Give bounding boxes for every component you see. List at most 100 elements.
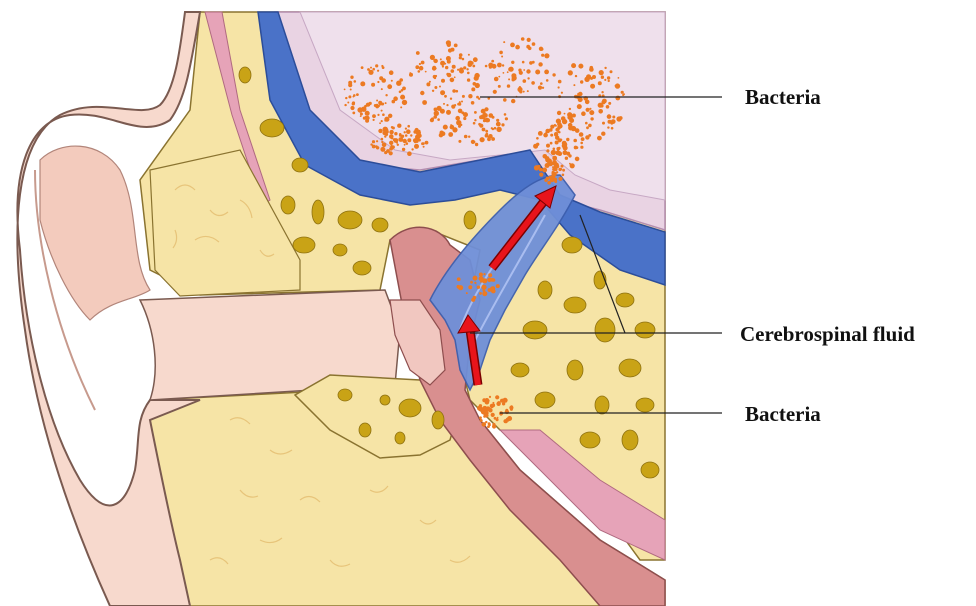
bacterium-dot (479, 416, 482, 419)
bacterium-dot (501, 56, 503, 58)
bacterium-dot (389, 130, 393, 134)
bacterium-dot (477, 286, 480, 289)
bacterium-dot (544, 70, 549, 75)
bacterium-dot (552, 156, 557, 161)
bacterium-dot (422, 100, 427, 105)
bacterium-dot (410, 134, 412, 136)
bacterium-dot (496, 122, 501, 127)
bacterium-dot (477, 406, 482, 411)
bacterium-dot (458, 140, 461, 143)
bacterium-dot (489, 66, 492, 69)
bacterium-dot (616, 116, 621, 121)
bacterium-dot (541, 54, 544, 57)
bacterium-dot (488, 273, 492, 277)
bacterium-dot (610, 70, 613, 73)
bacterium-dot (397, 124, 401, 128)
bacterium-dot (459, 69, 464, 74)
bacterium-dot (421, 142, 424, 145)
bacterium-dot (570, 163, 575, 168)
bacterium-dot (471, 87, 475, 91)
bacterium-dot (405, 134, 408, 137)
bacterium-dot (433, 59, 436, 62)
bacterium-dot (473, 296, 477, 300)
bacterium-dot (584, 77, 589, 82)
bacterium-dot (480, 419, 483, 422)
bacterium-dot (400, 95, 405, 100)
bacterium-dot (590, 117, 593, 120)
bacterium-dot (538, 62, 542, 66)
bacterium-dot (382, 113, 385, 116)
bacterium-dot (561, 92, 563, 94)
bacterium-dot (538, 131, 543, 136)
bacterium-dot (440, 90, 445, 95)
bacterium-dot (468, 136, 470, 138)
bacterium-dot (432, 66, 436, 70)
bacterium-dot (413, 138, 417, 142)
bacterium-dot (573, 139, 577, 143)
bacterium-dot (510, 43, 515, 48)
bacterium-dot (457, 285, 461, 289)
bacterium-dot (546, 149, 549, 152)
bacterium-dot (379, 122, 381, 124)
bacterium-dot (448, 132, 453, 137)
bacterium-dot (546, 144, 550, 148)
bacterium-dot (461, 111, 464, 114)
bacterium-dot (451, 105, 455, 109)
bacterium-dot (381, 88, 383, 90)
bacterium-dot (464, 135, 468, 139)
bacterium-dot (507, 416, 512, 421)
bacterium-dot (447, 73, 451, 77)
bacterium-dot (589, 108, 591, 110)
label-bacteria-top: Bacteria (745, 85, 821, 109)
bacterium-dot (389, 70, 394, 75)
bacterium-dot (621, 91, 624, 94)
bacterium-dot (581, 111, 586, 116)
bacterium-dot (598, 81, 602, 85)
bacterium-dot (352, 102, 355, 105)
bacterium-dot (547, 181, 551, 185)
bacterium-dot (470, 61, 473, 64)
bacterium-dot (482, 278, 487, 283)
bacterium-dot (541, 48, 544, 51)
bacterium-dot (623, 93, 625, 95)
bacterium-dot (485, 421, 487, 423)
bacterium-dot (468, 285, 472, 289)
bacterium-dot (566, 152, 570, 156)
bacterium-dot (604, 79, 606, 81)
bacterium-dot (581, 137, 585, 141)
bacterium-dot (434, 111, 439, 116)
bacterium-dot (414, 144, 419, 149)
bacterium-dot (365, 111, 370, 116)
bacterium-dot (372, 114, 376, 118)
bacterium-dot (456, 90, 459, 93)
bacterium-dot (443, 103, 445, 105)
bacterium-dot (433, 115, 437, 119)
bacterium-dot (618, 77, 620, 79)
bacterium-dot (392, 100, 396, 104)
bacterium-dot (557, 126, 560, 129)
bacterium-dot (462, 58, 465, 61)
bacterium-dot (354, 80, 357, 83)
bacterium-dot (527, 77, 529, 79)
bacterium-dot (578, 92, 582, 96)
bacterium-dot (348, 95, 351, 98)
bacterium-dot (426, 82, 430, 86)
bacterium-dot (363, 117, 366, 120)
bacterium-dot (381, 65, 383, 67)
bacterium-dot (429, 81, 431, 83)
bacterium-dot (399, 133, 402, 136)
bacterium-dot (512, 78, 515, 81)
bacterium-dot (425, 71, 427, 73)
bacterium-dot (590, 66, 594, 70)
bacterium-dot (391, 80, 393, 82)
bacterium-dot (473, 57, 478, 62)
bacterium-dot (377, 70, 379, 72)
bacterium-dot (372, 140, 375, 143)
bacterium-dot (485, 408, 487, 410)
bacterium-dot (507, 71, 509, 73)
bacterium-dot (550, 134, 553, 137)
bacterium-dot (588, 124, 592, 128)
bacterium-dot (446, 110, 451, 115)
bacterium-dot (556, 165, 560, 169)
bacterium-dot (551, 150, 556, 155)
